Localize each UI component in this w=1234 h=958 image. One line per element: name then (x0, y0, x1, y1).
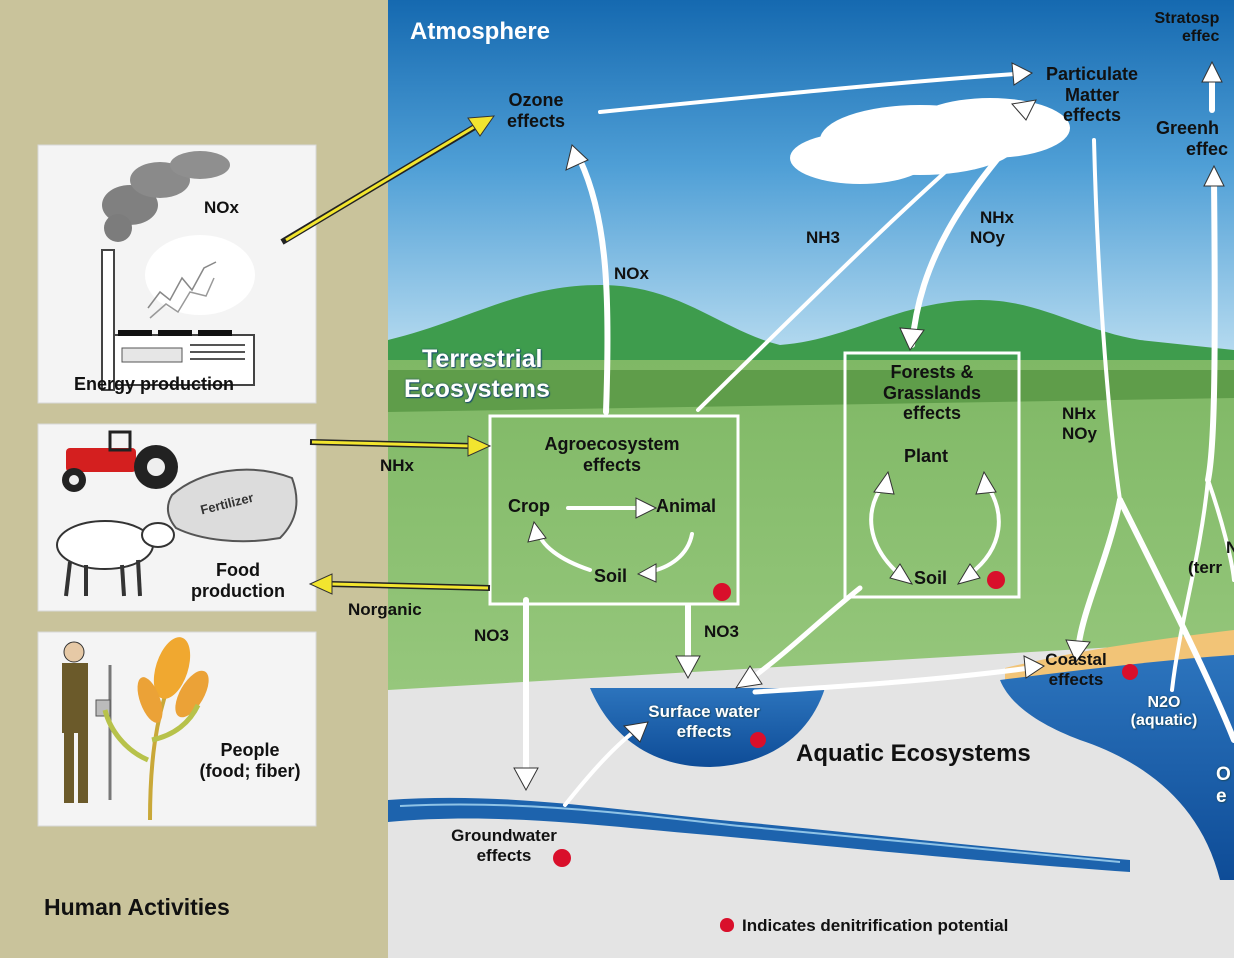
legend-text: Indicates denitrification potential (742, 916, 1009, 935)
n2o-terr-line2: (terr (1188, 557, 1223, 577)
agro-line2: effects (582, 454, 642, 475)
fertilizer-bag (166, 468, 298, 543)
particulate-line1: Particulate (1045, 64, 1139, 84)
n2o-aquatic-line2: (aquatic) (1130, 712, 1198, 730)
no3-left-label: NO3 (474, 626, 509, 645)
particulate-line2: Matter (1064, 84, 1120, 105)
terrestrial-ecosystems-title: Terrestrial Ecosystems (404, 344, 550, 404)
atmosphere-title: Atmosphere (410, 18, 551, 45)
ozone-line2: effects (506, 110, 566, 131)
nhx-noy-right-label: NHx NOy (1062, 404, 1097, 443)
coastal-effects-label: Coastal effects (1045, 650, 1106, 689)
no3-center-label: NO3 (704, 622, 739, 641)
power-plant-illustration (101, 151, 255, 391)
nhx-input-arrowhead (467, 435, 492, 457)
cloud (790, 132, 930, 184)
ocean-line1: O (1216, 764, 1231, 785)
groundwater-stream (388, 797, 1130, 872)
agro-line1: Agroecosystem (544, 434, 680, 454)
n2o-terrestrial-label: N (terr (1188, 538, 1234, 577)
stratospheric-effects-label: Stratosp effec (1144, 10, 1219, 47)
surface-line1: Surface water (648, 702, 760, 721)
n2o-aquatic-label: N2O (aquatic) (1131, 694, 1198, 731)
crop-field (388, 370, 1234, 412)
people-label: People (food; fiber) (200, 740, 301, 781)
agro-animal-label: Animal (656, 496, 717, 516)
nox-flow-label: NOx (614, 264, 649, 283)
flow-arrows (523, 71, 1234, 807)
ozone-effects-label: Ozone effects (507, 90, 565, 131)
nhx-right-line1: NHx (1062, 404, 1097, 423)
norganic-arrow-fill (331, 582, 489, 590)
greenhouse-line2: effec (1186, 138, 1229, 159)
terrestrial-title-line1: Terrestrial (422, 345, 543, 373)
surface-line2: effects (676, 721, 732, 741)
people-label-line2: (food; fiber) (199, 760, 301, 781)
agro-soil-label: Soil (594, 566, 628, 586)
coastal-shore (1005, 630, 1234, 682)
nhx-input-label: NHx (380, 456, 415, 475)
flow-arrowheads (513, 60, 1225, 792)
norganic-arrowhead (308, 573, 333, 595)
surface-water-pool (590, 688, 825, 767)
n2o-aquatic-line1: N2O (1147, 694, 1181, 711)
ocean-line2: e (1216, 785, 1227, 807)
forests-line2: Grasslands (882, 382, 982, 403)
particulate-matter-label: Particulate Matter effects (1046, 64, 1138, 126)
denitrification-markers (553, 571, 1138, 867)
food-label-line2: production (191, 580, 285, 601)
nhx-input-arrow-fill (311, 440, 471, 448)
greenhouse-effects-label: Greenh effec (1156, 118, 1228, 159)
forests-grasslands-effects-label: Forests & Grasslands effects (883, 362, 981, 424)
tractor-illustration (62, 430, 178, 492)
agroecosystem-box (488, 414, 740, 606)
denitrification-legend: Indicates denitrification potential (720, 916, 1008, 936)
agroecosystem-effects-label: Agroecosystem effects (544, 434, 679, 475)
n2o-terr-line1: N (1226, 538, 1234, 557)
nh3-flow-label: NH3 (806, 228, 841, 247)
nox-input-arrowhead (467, 115, 496, 137)
food-label-line1: Food (216, 560, 260, 580)
nhx-right-line2: NOy (1062, 423, 1097, 443)
agro-crop-label: Crop (508, 496, 550, 516)
stratospheric-line1: Stratosp (1154, 10, 1220, 27)
forests-line3: effects (902, 403, 962, 424)
aquatic-ground (388, 640, 1234, 958)
forests-line1: Forests & (890, 362, 974, 382)
groundwater-line2: effects (476, 845, 532, 865)
coastal-line1: Coastal (1045, 650, 1107, 669)
norganic-label: Norganic (348, 600, 422, 619)
groundwater-line1: Groundwater (451, 826, 557, 845)
forests-plant-label: Plant (904, 446, 949, 466)
nhx-noy-upper-label: NHx NOy (970, 208, 1014, 247)
coastal-water (1000, 655, 1234, 880)
human-activities-title: Human Activities (44, 894, 230, 920)
forests-soil-label: Soil (914, 568, 948, 588)
terrestrial-title-line2: Ecosystems (404, 375, 550, 403)
particulate-line3: effects (1062, 105, 1122, 126)
greenhouse-line1: Greenh (1156, 118, 1220, 138)
food-production-label: Food production (191, 560, 285, 601)
groundwater-highlight (399, 803, 1121, 863)
coastal-line2: effects (1048, 669, 1104, 689)
nox-input-arrow-fill (285, 125, 475, 242)
stratospheric-line2: effec (1182, 28, 1220, 46)
people-label-line1: People (220, 740, 280, 760)
ozone-line1: Ozone (508, 90, 564, 110)
wheat-illustration (102, 637, 209, 821)
energy-emission-label: NOx (204, 198, 239, 217)
nhx-upper-line2: NOy (970, 227, 1005, 247)
energy-production-label: Energy production (74, 374, 235, 394)
nhx-upper-line1: NHx (980, 208, 1015, 227)
forests-grasslands-box (843, 351, 1021, 599)
denitrification-marker-icon (720, 918, 734, 932)
aquatic-ecosystems-title: Aquatic Ecosystems (796, 740, 1031, 767)
surface-water-effects-label: Surface water effects (648, 702, 760, 741)
ocean-effects-label: O e (1216, 764, 1231, 808)
groundwater-effects-label: Groundwater effects (451, 826, 557, 865)
cow-illustration (56, 520, 175, 597)
